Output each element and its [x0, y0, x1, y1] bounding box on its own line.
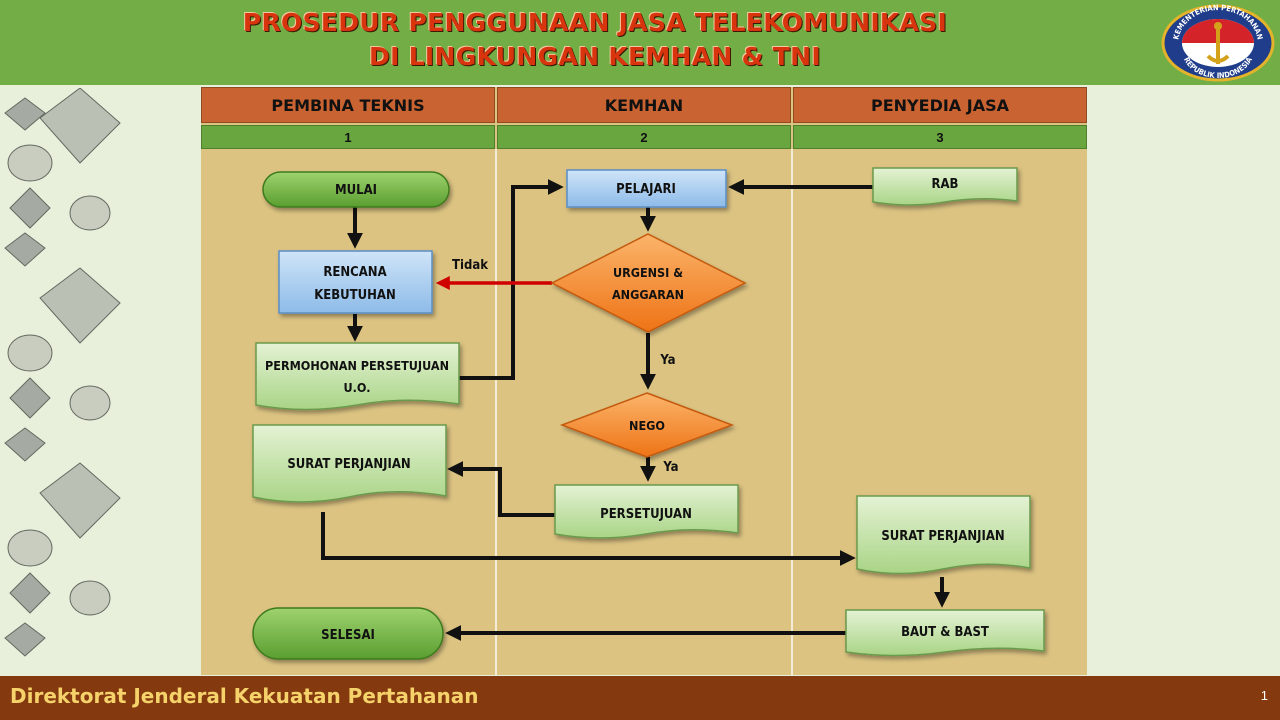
edge-label-tidak: Tidak — [452, 258, 488, 273]
lane-number-1: 1 — [201, 125, 495, 149]
node-baut-bast: BAUT & BAST — [845, 609, 1045, 657]
lane-header-kemhan: KEMHAN — [497, 87, 791, 123]
lane-divider — [495, 149, 497, 675]
arrow-surat-perjanjian-to-penyedia — [321, 512, 856, 566]
node-rencana-label-2: KEBUTUHAN — [314, 288, 396, 303]
lane-number-2: 2 — [497, 125, 791, 149]
lane-header-penyedia-jasa: PENYEDIA JASA — [793, 87, 1087, 123]
node-nego-label: NEGO — [629, 418, 665, 433]
edge-label-ya-2: Ya — [662, 460, 678, 475]
title-line-2: DI LINGKUNGAN KEMHAN & TNI — [369, 42, 821, 71]
node-permohonan-persetujuan: PERMOHONAN PERSETUJUAN U.O. — [255, 342, 460, 411]
node-rencana-label-1: RENCANA — [323, 265, 386, 280]
lane-header-pembina-teknis: PEMBINA TEKNIS — [201, 87, 495, 123]
node-nego: NEGO — [559, 392, 735, 458]
node-urgensi-anggaran: URGENSI & ANGGARAN — [550, 233, 747, 333]
node-permohonan-label-2: U.O. — [344, 380, 371, 395]
node-pelajari: PELAJARI — [566, 169, 727, 208]
page-number: 1 — [1260, 688, 1268, 703]
node-baut-bast-label: BAUT & BAST — [901, 625, 989, 640]
node-urgensi-label-1: URGENSI & — [613, 265, 683, 280]
node-mulai-label: MULAI — [335, 183, 377, 198]
kemhan-emblem-logo: KEMENTERIAN PERTAHANAN REPUBLIK INDONESI… — [1161, 4, 1275, 82]
node-mulai: MULAI — [262, 171, 450, 208]
node-selesai-label: SELESAI — [321, 628, 375, 643]
title-line-1: PROSEDUR PENGGUNAAN JASA TELEKOMUNIKASI — [242, 8, 948, 37]
arrow-persetujuan-to-surat-perjanjian — [447, 461, 555, 517]
footer-bar: Direktorat Jenderal Kekuatan Pertahanan … — [0, 676, 1280, 720]
node-surat-perjanjian-right-label: SURAT PERJANJIAN — [881, 529, 1004, 544]
node-surat-perjanjian-left: SURAT PERJANJIAN — [252, 424, 447, 503]
edge-label-ya-1: Ya — [659, 353, 675, 368]
node-persetujuan: PERSETUJUAN — [554, 484, 739, 539]
node-urgensi-label-2: ANGGARAN — [612, 287, 684, 302]
node-permohonan-label-1: PERMOHONAN PERSETUJUAN — [265, 358, 449, 373]
node-rab-label: RAB — [932, 177, 959, 192]
node-surat-perjanjian-right: SURAT PERJANJIAN — [856, 495, 1031, 575]
decorative-emblem-pattern — [4, 88, 121, 657]
node-surat-perjanjian-left-label: SURAT PERJANJIAN — [287, 457, 410, 472]
node-selesai: SELESAI — [252, 607, 444, 660]
node-rencana-kebutuhan: RENCANA KEBUTUHAN — [278, 250, 433, 314]
node-rab: RAB — [872, 167, 1018, 206]
lane-number-3: 3 — [793, 125, 1087, 149]
footer-organization: Direktorat Jenderal Kekuatan Pertahanan — [10, 684, 479, 708]
title-bar: PROSEDUR PENGGUNAAN JASA TELEKOMUNIKASI … — [0, 0, 1280, 85]
node-persetujuan-label: PERSETUJUAN — [600, 507, 692, 522]
node-pelajari-label: PELAJARI — [616, 182, 676, 197]
lane-divider — [791, 149, 793, 675]
